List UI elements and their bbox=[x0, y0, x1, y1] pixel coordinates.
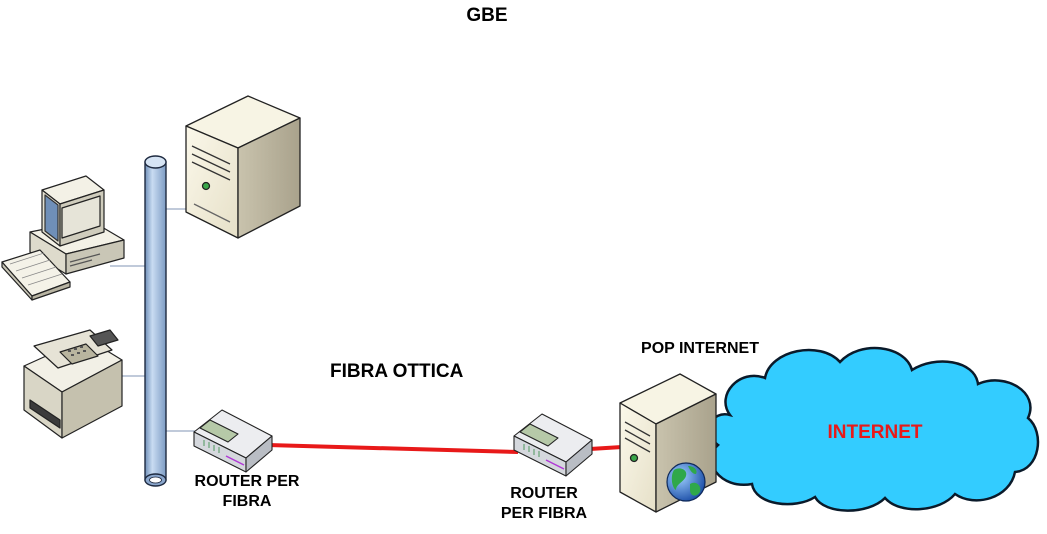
backbone-bus bbox=[144, 155, 167, 487]
router-left-label: ROUTER PER FIBRA bbox=[182, 472, 312, 512]
pop-internet-label: POP INTERNET bbox=[641, 340, 759, 357]
router-right-label-line2: PER FIBRA bbox=[500, 505, 588, 522]
backbone-connectors bbox=[110, 208, 196, 432]
router-left-label-line2: FIBRA bbox=[222, 493, 272, 510]
router-left-label-line1: ROUTER PER bbox=[194, 473, 300, 490]
fiber-link-label: FIBRA OTTICA bbox=[330, 361, 464, 382]
diagram-title: GBE bbox=[466, 5, 508, 26]
router-icon bbox=[193, 409, 273, 473]
workstation-icon bbox=[1, 175, 125, 301]
server-icon bbox=[185, 95, 301, 239]
fiber-links bbox=[267, 443, 623, 454]
router-icon bbox=[513, 413, 593, 477]
router-right-label: ROUTER PER FIBRA bbox=[494, 484, 594, 524]
internet-cloud-label: INTERNET bbox=[827, 422, 923, 443]
router-right-label-line1: ROUTER bbox=[510, 485, 578, 502]
globe-icon bbox=[666, 462, 706, 502]
internet-cloud-icon bbox=[707, 346, 1040, 512]
printer-icon bbox=[23, 329, 123, 439]
